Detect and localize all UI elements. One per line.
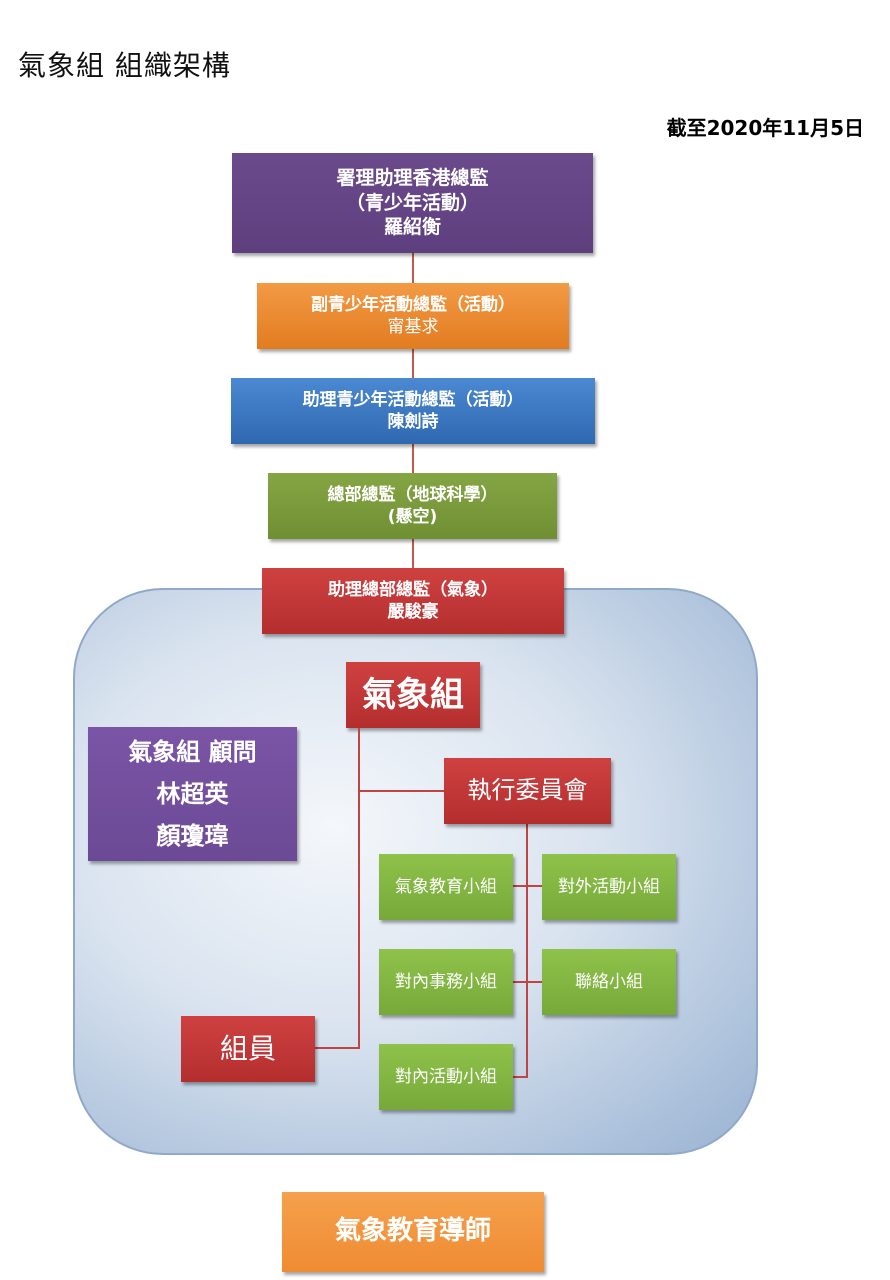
chain-box-assistant-commissioner: 助理青少年活動總監（活動） 陳劍詩 <box>231 378 595 444</box>
chain-box-hq-commissioner: 總部總監（地球科學） (懸空) <box>268 473 557 539</box>
subgroup-education: 氣象教育小組 <box>379 854 513 920</box>
chain-2-line2: 陳劍詩 <box>387 412 439 432</box>
chain-box-acting-assistant-commissioner: 署理助理香港總監 （青少年活動） 羅紹衡 <box>232 153 593 253</box>
chain-4-line1: 助理總部總監（氣象） <box>328 579 498 600</box>
chain-3-line2: (懸空) <box>387 507 438 527</box>
connector-committee-down <box>526 824 528 1078</box>
subgroup-liaison: 聯絡小組 <box>542 949 676 1015</box>
committee-box: 執行委員會 <box>444 758 611 824</box>
page-title: 氣象組 組織架構 <box>18 49 231 82</box>
chain-0-line3: 羅紹衡 <box>383 216 441 239</box>
chain-1-line2: 甯基求 <box>387 317 439 337</box>
connector-row1 <box>513 885 543 887</box>
members-box: 組員 <box>181 1016 315 1082</box>
chain-2-line1: 助理青少年活動總監（活動） <box>302 389 524 410</box>
group-name-box: 氣象組 <box>346 662 480 728</box>
chain-1-line1: 副青少年活動總監（活動） <box>311 294 515 315</box>
subgroup-label: 對外活動小組 <box>558 876 660 897</box>
advisor-line1: 氣象組 顧問 <box>128 738 257 766</box>
connector-to-members <box>314 1047 360 1049</box>
chain-0-line2: （青少年活動） <box>345 191 479 214</box>
advisor-line3: 顏瓊瑋 <box>156 822 229 850</box>
chain-box-assistant-hq-commissioner: 助理總部總監（氣象） 嚴駿豪 <box>262 568 564 634</box>
date-label: 截至2020年11月5日 <box>666 116 864 140</box>
subgroup-internal-affairs: 對內事務小組 <box>379 949 513 1015</box>
chain-4-line2: 嚴駿豪 <box>387 602 439 622</box>
chain-3-line1: 總部總監（地球科學） <box>327 484 498 505</box>
subgroup-external-activities: 對外活動小組 <box>542 854 676 920</box>
connector-group-down <box>358 728 360 1049</box>
subgroup-label: 對內事務小組 <box>395 971 497 992</box>
connector-row2 <box>513 981 543 983</box>
subgroup-label: 聯絡小組 <box>575 971 643 992</box>
chain-connector <box>412 252 414 664</box>
advisor-box: 氣象組 顧問 林超英 顏瓊瑋 <box>88 727 297 861</box>
subgroup-internal-activities: 對內活動小組 <box>379 1044 513 1110</box>
connector-to-committee <box>358 790 445 792</box>
members-label: 組員 <box>219 1031 276 1065</box>
subgroup-label: 氣象教育小組 <box>395 876 497 897</box>
mentor-label: 氣象教育導師 <box>334 1216 491 1247</box>
connector-row3 <box>513 1076 528 1078</box>
chain-0-line1: 署理助理香港總監 <box>336 166 489 189</box>
mentor-box: 氣象教育導師 <box>282 1192 544 1272</box>
subgroup-label: 對內活動小組 <box>395 1066 497 1087</box>
committee-label: 執行委員會 <box>467 776 588 805</box>
advisor-line2: 林超英 <box>156 780 229 808</box>
group-name: 氣象組 <box>362 674 464 715</box>
chain-box-deputy-commissioner: 副青少年活動總監（活動） 甯基求 <box>257 283 569 349</box>
